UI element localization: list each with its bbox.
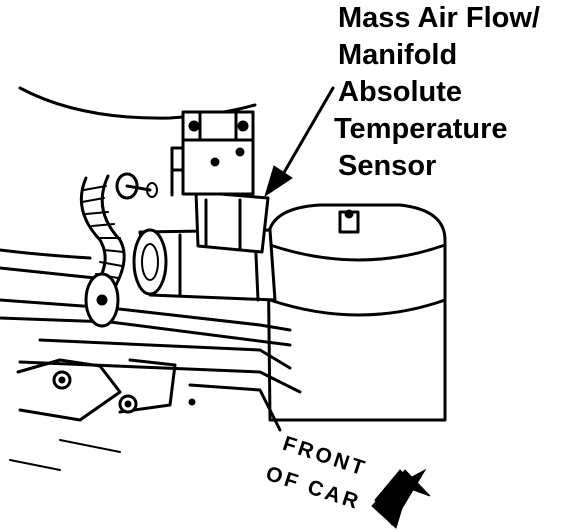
vacuum-hose (79, 172, 158, 287)
sensor-callout-label: Mass Air Flow/ Manifold Absolute Tempera… (334, 0, 540, 185)
lower-assembly (9, 358, 282, 471)
callout-line-3: Absolute (338, 76, 463, 108)
front-direction-arrow (371, 468, 431, 529)
callout-arrow (264, 86, 335, 198)
callout-line-4: Temperature (334, 113, 508, 145)
callout-line-2: Manifold (338, 39, 458, 71)
maf-sensor (170, 110, 270, 254)
air-cleaner-housing (266, 203, 447, 422)
callout-line-5: Sensor (338, 150, 437, 182)
callout-line-1: Mass Air Flow/ (338, 2, 540, 34)
